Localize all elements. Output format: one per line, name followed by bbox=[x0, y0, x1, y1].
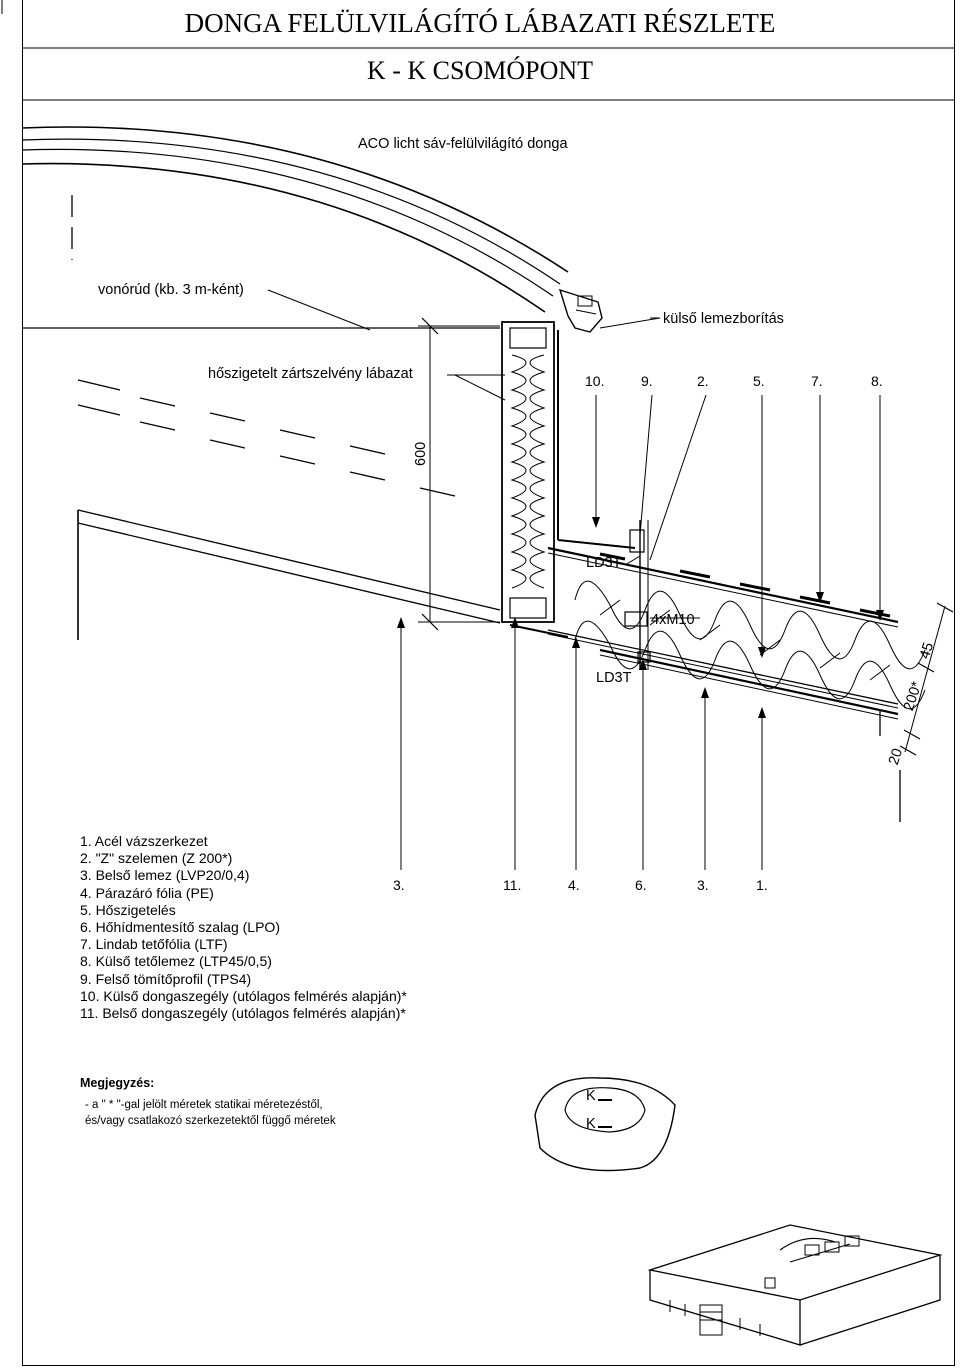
legend-item: 3. Belső lemez (LVP20/0,4) bbox=[80, 867, 250, 884]
label-aco-vault: ACO licht sáv-felülvilágító donga bbox=[358, 136, 568, 152]
drawing-frame bbox=[22, 0, 955, 1366]
bottom-number: 4. bbox=[568, 877, 580, 893]
legend-item: 5. Hőszigetelés bbox=[80, 901, 176, 918]
bottom-number: 1. bbox=[756, 877, 768, 893]
top-number: 7. bbox=[811, 373, 823, 389]
top-number: 5. bbox=[753, 373, 765, 389]
top-number: 8. bbox=[871, 373, 883, 389]
drawing-title: DONGA FELÜLVILÁGÍTÓ LÁBAZATI RÉSZLETE bbox=[184, 8, 776, 38]
bottom-number: 11. bbox=[503, 877, 522, 893]
legend-item: 2. "Z" szelemen (Z 200*) bbox=[80, 850, 233, 867]
note-title: Megjegyzés: bbox=[80, 1076, 155, 1090]
label-bolts: 4xM10 bbox=[651, 612, 695, 628]
label-ld3t-lower: LD3T bbox=[596, 670, 632, 686]
section-mark-k-lower: K bbox=[586, 1116, 596, 1132]
bottom-number: 3. bbox=[393, 877, 405, 893]
node-title: K - K CSOMÓPONT bbox=[366, 56, 594, 85]
bottom-number: 6. bbox=[635, 877, 647, 893]
legend-item: 9. Felső tömítőprofil (TPS4) bbox=[80, 970, 252, 987]
top-number: 2. bbox=[697, 373, 709, 389]
label-tie-rod: vonórúd (kb. 3 m-ként) bbox=[98, 282, 244, 298]
legend-item: 4. Párazáró fólia (PE) bbox=[80, 884, 214, 901]
note-line-1: - a " * "-gal jelölt méretek statikai mé… bbox=[85, 1099, 323, 1111]
legend-item: 10. Külső dongaszegély (utólagos felméré… bbox=[80, 987, 407, 1004]
legend-item: 6. Hőhídmentesítő szalag (LPO) bbox=[80, 919, 280, 936]
dimension-600: 600 bbox=[413, 441, 429, 466]
legend-item: 11. Belső dongaszegély (utólagos felméré… bbox=[80, 1005, 406, 1022]
note-line-2: és/vagy csatlakozó szerkezetektől függő … bbox=[85, 1115, 336, 1127]
legend-item: 7. Lindab tetőfólia (LTF) bbox=[80, 936, 228, 953]
legend-item: 8. Külső tetőlemez (LTP45/0,5) bbox=[80, 953, 272, 970]
top-number: 10. bbox=[585, 373, 605, 389]
legend-item: 1. Acél vázszerkezet bbox=[80, 833, 208, 849]
label-outer-flashing: külső lemezborítás bbox=[663, 311, 784, 327]
label-insulated-base: hőszigetelt zártszelvény lábazat bbox=[208, 366, 413, 382]
legend-list: 1. Acél vázszerkezet 2. "Z" szelemen (Z … bbox=[80, 833, 407, 1022]
section-mark-k-upper: K bbox=[586, 1088, 596, 1104]
top-number: 9. bbox=[641, 373, 653, 389]
label-ld3t-upper: LD3T bbox=[586, 555, 622, 571]
bottom-number: 3. bbox=[697, 877, 709, 893]
